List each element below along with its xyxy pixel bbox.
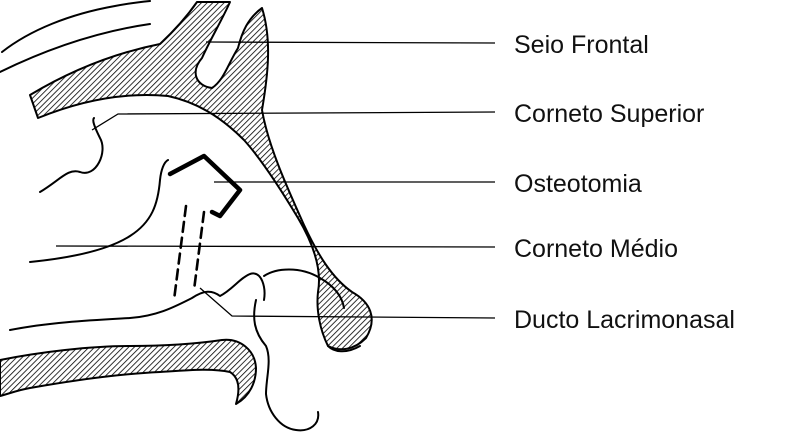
osteotomy-bracket bbox=[170, 156, 240, 216]
leader-superior-turbinate bbox=[92, 112, 495, 130]
duct-line-right bbox=[194, 212, 204, 290]
upper-cavity-arc bbox=[2, 1, 150, 52]
label-nasolacrimal-duct: Ducto Lacrimonasal bbox=[514, 306, 735, 334]
alar-outline bbox=[254, 300, 318, 430]
frontal-bone-band bbox=[30, 2, 372, 349]
duct-line-left bbox=[174, 206, 186, 300]
label-frontal-sinus: Seio Frontal bbox=[514, 31, 649, 59]
label-middle-turbinate: Corneto Médio bbox=[514, 235, 678, 263]
inferior-turbinate-outline bbox=[10, 273, 264, 330]
leader-middle-turbinate bbox=[56, 246, 495, 247]
palate-band bbox=[0, 340, 256, 404]
label-osteotomy: Osteotomia bbox=[514, 170, 642, 198]
label-superior-turbinate: Corneto Superior bbox=[514, 100, 704, 128]
